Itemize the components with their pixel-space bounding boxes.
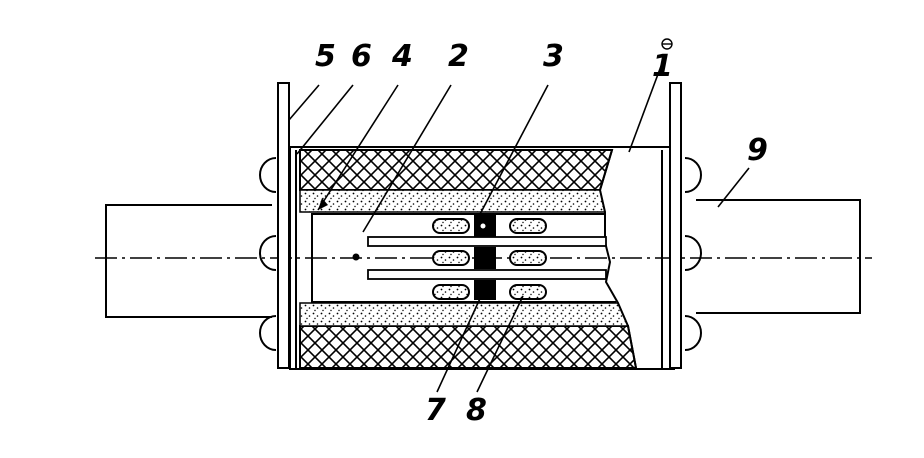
- right-end-flange: [669, 82, 682, 369]
- outer-insulation-top: [299, 149, 614, 191]
- contact-reed-upper: [367, 236, 607, 247]
- label-8: 8: [466, 393, 487, 428]
- compound-layer-top: [299, 189, 606, 213]
- left-end-flange: [277, 82, 290, 369]
- reed-pivot-point: [352, 253, 360, 261]
- label-2: 2: [448, 39, 469, 74]
- right-lead-rod: [696, 199, 861, 314]
- left-solder-joints: [259, 157, 277, 351]
- oval-elements: [432, 218, 547, 300]
- outer-insulation-bottom: [299, 325, 638, 369]
- compound-layer-bottom: [299, 302, 630, 327]
- cutaway-break-edge: [598, 149, 637, 369]
- arrow-head-4: [318, 198, 328, 210]
- label-3: 3: [543, 39, 564, 74]
- leader-lines: [288, 57, 750, 393]
- label-4: 4: [391, 39, 413, 74]
- label-7: 7: [425, 393, 446, 428]
- label-5: 5: [315, 39, 336, 74]
- label-1: 1: [652, 49, 673, 84]
- label-9: 9: [747, 133, 768, 168]
- left-lead-rod: [105, 204, 272, 318]
- screw-mark: [661, 38, 673, 50]
- right-solder-joints: [684, 157, 702, 351]
- contact-blocks: [474, 215, 496, 300]
- label-6: 6: [351, 39, 372, 74]
- contact-reed-lower: [367, 269, 607, 280]
- inner-capsule: [311, 213, 616, 303]
